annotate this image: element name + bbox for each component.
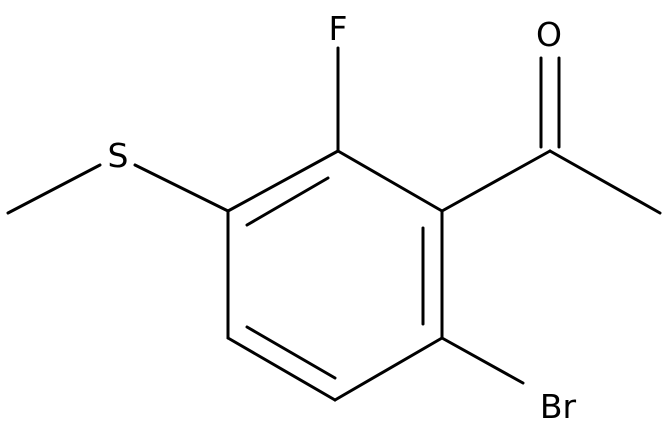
ring-inner-bond-c4-c5 — [245, 325, 337, 380]
ring-bond-c1-c2 — [336, 149, 444, 213]
bond-c2-carbonyl — [440, 149, 552, 213]
ring-bond-c4-c5 — [226, 336, 337, 402]
bond-carbonyl-methyl — [548, 149, 662, 215]
atom-label-oxygen: O — [536, 15, 562, 54]
atom-label-fluorine: F — [329, 9, 348, 48]
ring-inner-bond-c1-c6 — [245, 176, 330, 227]
bond-c3-bromine — [440, 336, 525, 385]
atom-label-sulfur: S — [108, 136, 129, 175]
ring-bond-c3-c4 — [333, 336, 444, 402]
ring-bond-c6-c1 — [226, 149, 340, 213]
atom-label-bromine: Br — [540, 387, 577, 426]
bond-sulfur-methyl — [6, 163, 102, 215]
bond-c6-sulfur — [133, 163, 230, 213]
